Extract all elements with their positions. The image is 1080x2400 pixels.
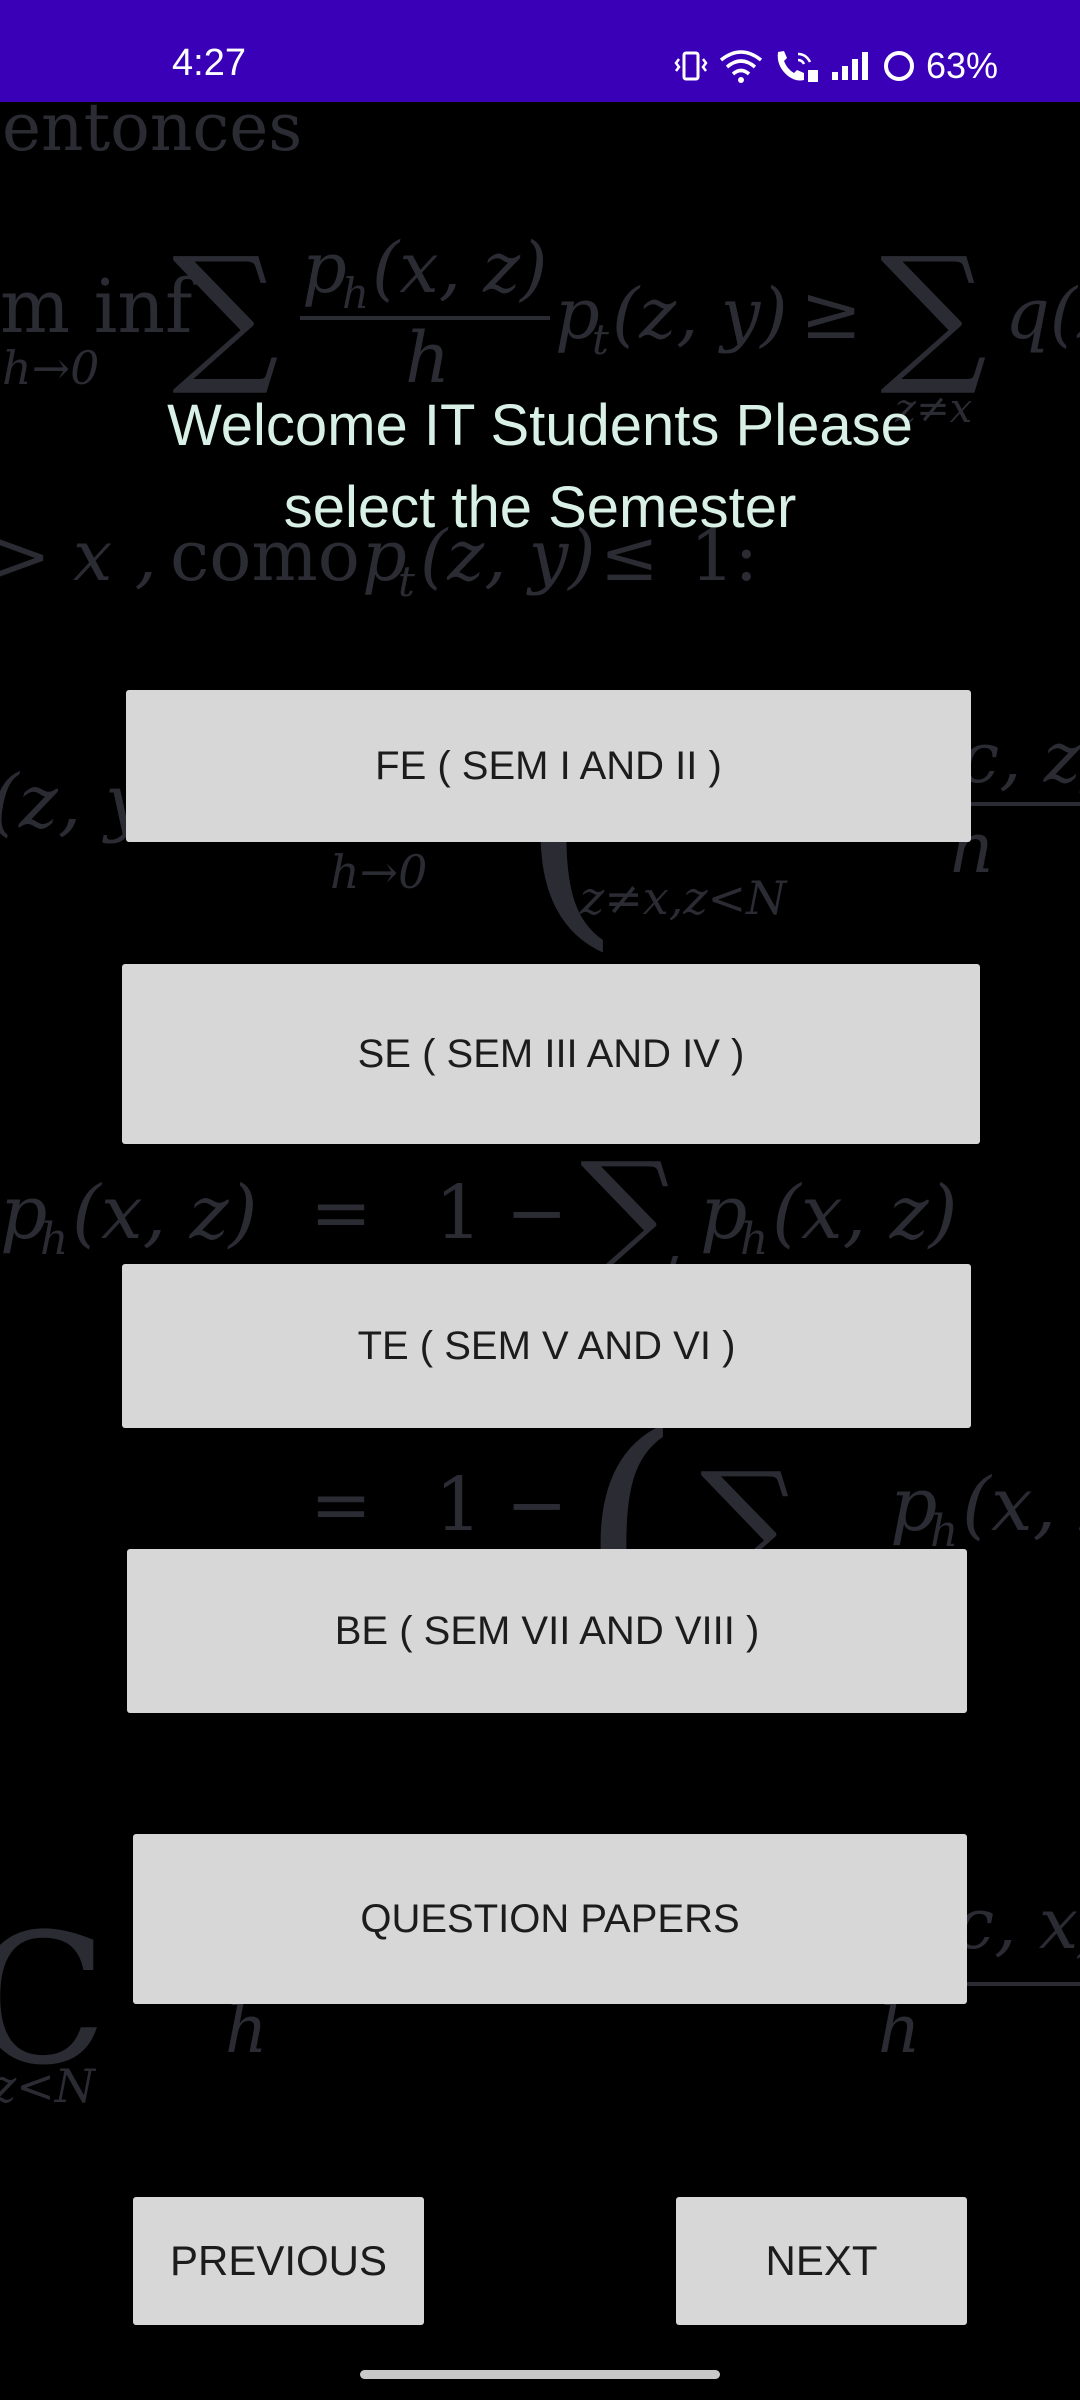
- welcome-line-1: Welcome IT Students Please: [167, 393, 913, 458]
- bg-sum-2: ∑: [880, 226, 987, 400]
- bg-hsub-3: h: [40, 1214, 68, 1265]
- bg-lessN: z<N: [0, 2059, 97, 2113]
- bg-big-c: C: [0, 1896, 108, 2105]
- bg-xz-4: (x, z): [772, 1170, 958, 1256]
- wifi-calling-icon: [774, 48, 820, 84]
- bg-pt-1: p: [555, 273, 600, 355]
- bg-sum-1: ∑: [172, 226, 279, 400]
- bg-ph-4: p: [700, 1170, 747, 1256]
- battery-percent: 63%: [925, 45, 998, 86]
- welcome-heading: Welcome IT Students Please select the Se…: [100, 385, 980, 549]
- bg-eq-2: =: [310, 1462, 372, 1548]
- bg-sub-h0: h→0: [2, 341, 99, 395]
- signal-icon: [830, 50, 872, 82]
- bg-tsub-2: t: [398, 557, 415, 606]
- bg-zy-1: (z, y): [612, 273, 788, 355]
- bg-liminf: m inf: [0, 264, 197, 350]
- se-semester-button[interactable]: SE ( SEM III AND IV ): [122, 964, 980, 1144]
- status-time: 4:27: [172, 42, 246, 84]
- bg-word-entonces: entonces: [2, 102, 302, 166]
- bg-xz-5: (x, z: [962, 1462, 1080, 1548]
- bg-ph-1: p: [302, 227, 347, 309]
- bg-fraction-line-2: [960, 802, 1080, 806]
- bg-eq-1: =: [310, 1170, 372, 1256]
- gesture-nav-bar[interactable]: [360, 2370, 720, 2379]
- status-bar: 4:27: [0, 0, 1080, 102]
- question-papers-button[interactable]: QUESTION PAPERS: [133, 1834, 967, 2004]
- vibrate-icon: [674, 49, 708, 83]
- bg-one-minus-2: 1 −: [435, 1462, 568, 1548]
- previous-button[interactable]: PREVIOUS: [133, 2197, 424, 2325]
- welcome-line-2: select the Semester: [283, 475, 797, 540]
- wifi-icon: [718, 48, 764, 84]
- bg-ph-5: p: [890, 1462, 937, 1548]
- battery-icon: [882, 49, 916, 83]
- bg-ph-3: p: [0, 1170, 47, 1256]
- bg-geq: ≥: [800, 270, 862, 356]
- bg-xz-1: (x, z): [372, 227, 547, 309]
- bg-tsub-1: t: [592, 315, 609, 364]
- bg-zx-zlessN: z≠x,z<N: [579, 871, 788, 925]
- bg-xz-3: (x, z): [72, 1170, 258, 1256]
- fe-semester-button[interactable]: FE ( SEM I AND II ): [126, 690, 971, 842]
- bg-xz-close: c, z): [960, 717, 1080, 799]
- status-icons: 63%: [674, 46, 998, 86]
- bg-q: q(z: [1005, 273, 1080, 355]
- bg-one-minus-1: 1 −: [435, 1170, 568, 1256]
- bg-xx-close: c, x): [955, 1883, 1080, 1965]
- bg-hsub-1: h: [342, 269, 369, 318]
- te-semester-button[interactable]: TE ( SEM V AND VI ): [122, 1264, 971, 1428]
- bg-fraction-line-1: [300, 316, 550, 320]
- bg-fraction-line-3: [950, 1982, 1080, 1986]
- bg-hsub-4: h: [740, 1214, 768, 1265]
- next-button[interactable]: NEXT: [676, 2197, 967, 2325]
- bg-sub-h0-2: h→0: [330, 845, 427, 899]
- be-semester-button[interactable]: BE ( SEM VII AND VIII ): [127, 1549, 967, 1713]
